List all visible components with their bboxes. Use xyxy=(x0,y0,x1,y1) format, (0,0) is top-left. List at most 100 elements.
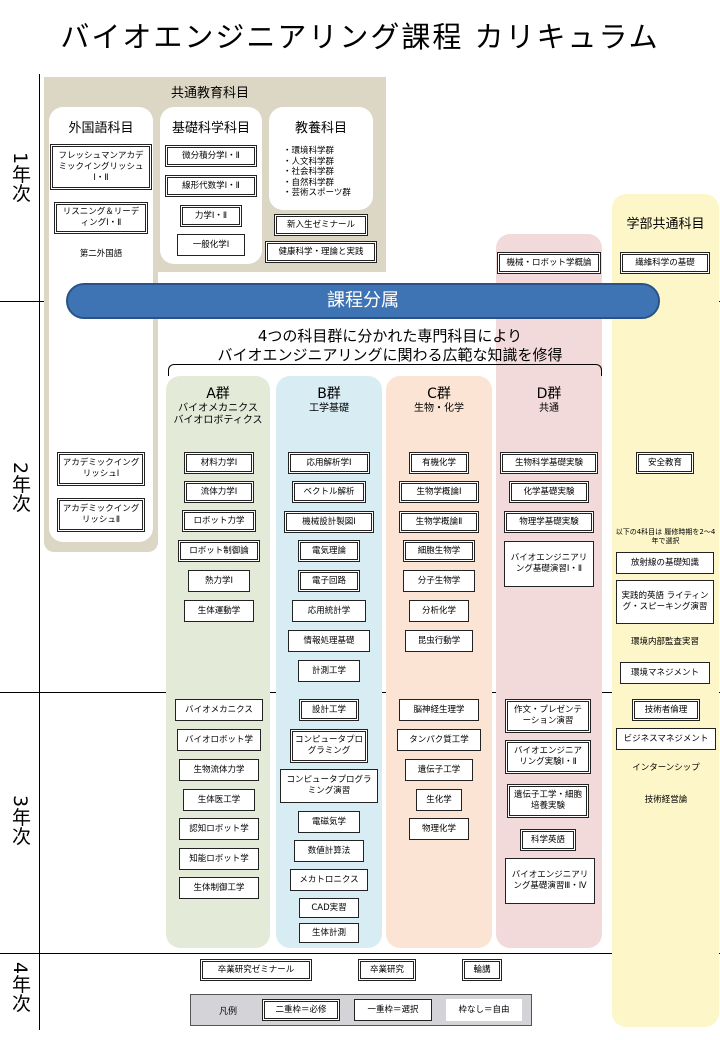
course-box[interactable]: 情報処理基礎 xyxy=(288,630,370,652)
course-box[interactable]: ロボット制御論 xyxy=(178,540,260,562)
common-education-label: 共通教育科目 xyxy=(170,86,249,101)
course-box[interactable]: 力学Ⅰ・Ⅱ xyxy=(180,205,242,227)
liberal-arts-label: 教養科目 xyxy=(294,121,347,136)
course-box[interactable]: 作文・プレゼンテーション演習 xyxy=(505,699,591,733)
course-box[interactable]: 熱力学Ⅰ xyxy=(188,570,250,592)
course-box[interactable]: 生体医工学 xyxy=(183,789,255,811)
course-box[interactable]: 技術者倫理 xyxy=(632,699,700,721)
legend-single-frame: 一重枠＝選択 xyxy=(354,999,432,1021)
course-box[interactable]: 第二外国語 xyxy=(79,248,123,259)
course-box[interactable]: ビジネスマネジメント xyxy=(616,728,716,750)
course-box[interactable]: 化学基礎実験 xyxy=(509,481,589,503)
course-box[interactable]: インターンシップ xyxy=(632,762,700,773)
course-box[interactable]: 機械設計製図Ⅰ xyxy=(284,511,374,533)
course-box[interactable]: 物理化学 xyxy=(409,818,469,840)
page-title: バイオエンジニアリング課程 カリキュラム xyxy=(60,20,660,54)
liberal-arts-panel xyxy=(269,107,373,210)
course-box[interactable]: 環境内部監査実習 xyxy=(630,636,699,647)
course-box[interactable]: 生体運動学 xyxy=(184,600,254,622)
course-box[interactable]: 電磁気学 xyxy=(298,811,360,833)
course-box[interactable]: 健康科学・理論と実践 xyxy=(265,241,377,263)
course-box[interactable]: 生物学概論Ⅱ xyxy=(399,511,479,533)
course-box[interactable]: バイオエンジニアリング基礎演習Ⅰ・Ⅱ xyxy=(504,541,594,587)
foreign-language-label: 外国語科目 xyxy=(68,121,134,136)
course-box[interactable]: バイオロボット学 xyxy=(177,729,261,751)
course-box[interactable]: バイオエンジニアリング基礎演習Ⅲ・Ⅳ xyxy=(505,858,595,904)
course-box[interactable]: 細胞生物学 xyxy=(403,540,475,562)
course-box[interactable]: 卒業研究ゼミナール xyxy=(200,959,312,981)
course-box[interactable]: 認知ロボット学 xyxy=(179,818,259,840)
course-box[interactable]: 微分積分学Ⅰ・Ⅱ xyxy=(165,145,257,167)
year-label-3: 3年次 xyxy=(9,795,31,846)
course-box[interactable]: 線形代数学Ⅰ・Ⅱ xyxy=(165,175,257,197)
course-box[interactable]: 生物学概論Ⅰ xyxy=(399,481,479,503)
course-box[interactable]: フレッシュマンアカデミックイングリッシュⅠ・Ⅱ xyxy=(50,144,152,190)
bracket xyxy=(168,364,602,376)
course-box[interactable]: 生化学 xyxy=(416,789,462,811)
course-box[interactable]: 有機化学 xyxy=(409,452,469,474)
course-box[interactable]: 生物流体力学 xyxy=(179,759,259,781)
course-box[interactable]: ベクトル解析 xyxy=(292,481,366,503)
year-label-4: 4年次 xyxy=(9,962,31,1013)
course-box[interactable]: 技術経営論 xyxy=(644,794,688,805)
course-box[interactable]: 分析化学 xyxy=(409,600,469,622)
course-box[interactable]: 機械・ロボット学概論 xyxy=(497,252,601,274)
course-assignment-banner: 課程分属 xyxy=(66,283,660,319)
course-box[interactable]: 電気理論 xyxy=(298,540,360,562)
course-box[interactable]: 科学英語 xyxy=(520,829,576,851)
legend-label: 凡例 xyxy=(218,1007,237,1017)
course-box[interactable]: 輪講 xyxy=(462,959,502,981)
course-box[interactable]: 繊維科学の基礎 xyxy=(620,252,710,274)
course-box[interactable]: ロボット力学 xyxy=(182,510,256,532)
course-box[interactable]: 一般化学Ⅰ xyxy=(177,234,245,256)
course-box[interactable]: 計測工学 xyxy=(298,660,360,682)
course-box[interactable]: メカトロニクス xyxy=(290,869,368,891)
course-box[interactable]: 遺伝子工学・細胞培養実験 xyxy=(507,784,589,818)
course-box[interactable]: 知能ロボット学 xyxy=(179,848,259,870)
year-axis-line xyxy=(39,74,40,1030)
course-box[interactable]: 応用統計学 xyxy=(292,600,366,622)
legend-double-frame: 二重枠＝必修 xyxy=(262,999,340,1021)
specialization-description: 4つの科目群に分かれた専門科目により バイオエンジニアリングに関わる広範な知識を… xyxy=(217,327,563,364)
group-a-header: A群 バイオメカニクス バイオロボティクス xyxy=(173,386,263,426)
course-box[interactable]: タンパク質工学 xyxy=(397,729,481,751)
course-box[interactable]: アカデミックイングリッシュⅠ xyxy=(57,452,145,486)
course-box[interactable]: リスニング＆リーディングⅠ・Ⅱ xyxy=(54,202,148,234)
course-box[interactable]: 安全教育 xyxy=(636,452,694,474)
course-box[interactable]: 生物科学基礎実験 xyxy=(500,452,598,474)
course-box[interactable]: 生体計測 xyxy=(299,923,359,943)
basic-science-label: 基礎科学科目 xyxy=(171,121,250,136)
legend-no-frame: 枠なし＝自由 xyxy=(446,999,522,1021)
course-box[interactable]: 分子生物学 xyxy=(403,570,475,592)
course-box[interactable]: 設計工学 xyxy=(299,699,359,721)
course-box[interactable]: バイオメカニクス xyxy=(175,699,263,721)
liberal-arts-list: ・環境科学群 ・人文科学群 ・社会科学群 ・自然科学群 ・芸術スポーツ群 xyxy=(283,146,351,198)
course-box[interactable]: コンピュータプログラミング演習 xyxy=(280,769,378,803)
group-c-header: C群 生物・化学 xyxy=(414,386,464,414)
course-box[interactable]: 卒業研究 xyxy=(358,959,416,981)
faculty-note: 以下の4科目は 履修時期を2～4年で選択 xyxy=(615,528,716,545)
course-box[interactable]: 材料力学Ⅰ xyxy=(184,452,254,474)
course-box[interactable]: アカデミックイングリッシュⅡ xyxy=(57,498,145,532)
course-box[interactable]: 数値計算法 xyxy=(294,840,364,862)
course-box[interactable]: 物理学基礎実験 xyxy=(504,511,594,533)
divider-year3 xyxy=(0,953,720,954)
course-box[interactable]: 流体力学Ⅰ xyxy=(184,481,254,503)
course-box[interactable]: 応用解析学Ⅰ xyxy=(288,452,370,474)
course-box[interactable]: 新入生ゼミナール xyxy=(274,214,368,236)
course-box[interactable]: 生体制御工学 xyxy=(179,877,259,899)
course-box[interactable]: 電子回路 xyxy=(298,570,360,592)
course-box[interactable]: 環境マネジメント xyxy=(620,662,710,684)
year-label-1: 1年次 xyxy=(9,152,31,203)
course-box[interactable]: 脳神経生理学 xyxy=(399,699,479,721)
course-box[interactable]: 遺伝子工学 xyxy=(405,759,473,781)
course-box[interactable]: 実践的英語 ライティング・スピーキング演習 xyxy=(616,580,714,624)
group-b-header: B群 工学基礎 xyxy=(309,386,349,414)
course-box[interactable]: CAD実習 xyxy=(299,898,359,918)
faculty-common-label: 学部共通科目 xyxy=(626,217,705,232)
course-box[interactable]: 昆虫行動学 xyxy=(405,630,473,652)
course-box[interactable]: コンピュータプログラミング xyxy=(290,729,368,763)
course-box[interactable]: 放射線の基礎知識 xyxy=(616,552,714,574)
course-box[interactable]: バイオエンジニアリング実験Ⅰ・Ⅱ xyxy=(505,740,591,774)
year-label-2: 2年次 xyxy=(9,462,31,513)
